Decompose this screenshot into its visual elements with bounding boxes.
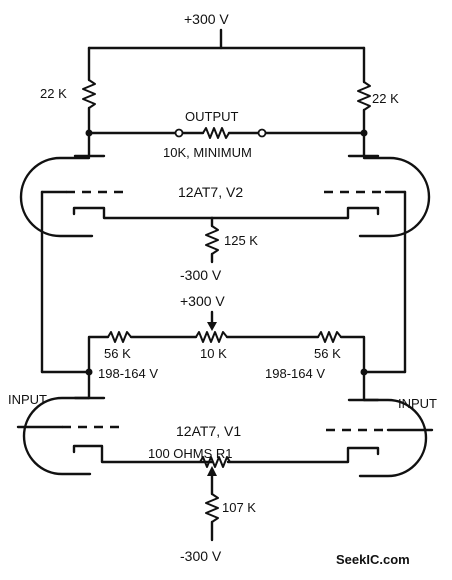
resistor-r1-100ohm [199, 456, 231, 468]
tube-v2-right [210, 131, 431, 238]
pot-10k-label: 10 K [200, 346, 227, 361]
tube-v1-left [16, 370, 214, 476]
cathode-v2-right [210, 206, 380, 220]
input-left-label: INPUT [8, 392, 47, 407]
pot-wiper-arrow [207, 322, 217, 331]
resistor-125k [205, 216, 219, 264]
input-right-label: INPUT [398, 396, 437, 411]
output-load [87, 127, 366, 139]
resistor-125k-label: 125 K [224, 233, 258, 248]
top-supply-node: +300 V [184, 11, 229, 50]
output-label: OUTPUT [185, 109, 239, 124]
resistor-22k-left [82, 46, 96, 135]
cathode-v2-left [72, 206, 214, 220]
resistor-56k-right-label: 56 K [314, 346, 341, 361]
tube-v2-label: 12AT7, V2 [178, 184, 243, 200]
mid-supply-label: +300 V [180, 293, 225, 309]
watermark: SeekIC.com [336, 552, 410, 567]
resistor-56k-left [107, 331, 132, 343]
cathode-v1-right [226, 446, 380, 464]
resistor-107k-label: 107 K [222, 500, 256, 515]
output-min-label: 10K, MINIMUM [163, 145, 252, 160]
output-terminal-left [174, 128, 184, 138]
top-supply-label: +300 V [184, 11, 229, 27]
potentiometer-10k [195, 331, 228, 343]
resistor-107k [205, 474, 219, 542]
resistor-56k-left-label: 56 K [104, 346, 131, 361]
voltage-left-label: 198-164 V [98, 366, 158, 381]
resistor-r1-label: 100 OHMS R1 [148, 446, 233, 461]
output-terminal-right [257, 128, 267, 138]
tube-v1-label: 12AT7, V1 [176, 423, 241, 439]
divider-chain [87, 331, 366, 374]
resistor-22k-right-label: 22 K [372, 91, 399, 106]
neg-supply-mid-label: -300 V [180, 267, 222, 283]
resistor-56k-right [317, 331, 342, 343]
neg-supply-bottom-label: -300 V [180, 548, 222, 564]
tube-v2-left [19, 131, 214, 238]
cathode-v1-left [72, 444, 214, 464]
resistor-22k-right [357, 46, 371, 135]
tube-v1-right [226, 370, 434, 478]
resistor-22k-left-label: 22 K [40, 86, 67, 101]
voltage-right-label: 198-164 V [265, 366, 325, 381]
r1-wiper-arrow [207, 466, 217, 476]
